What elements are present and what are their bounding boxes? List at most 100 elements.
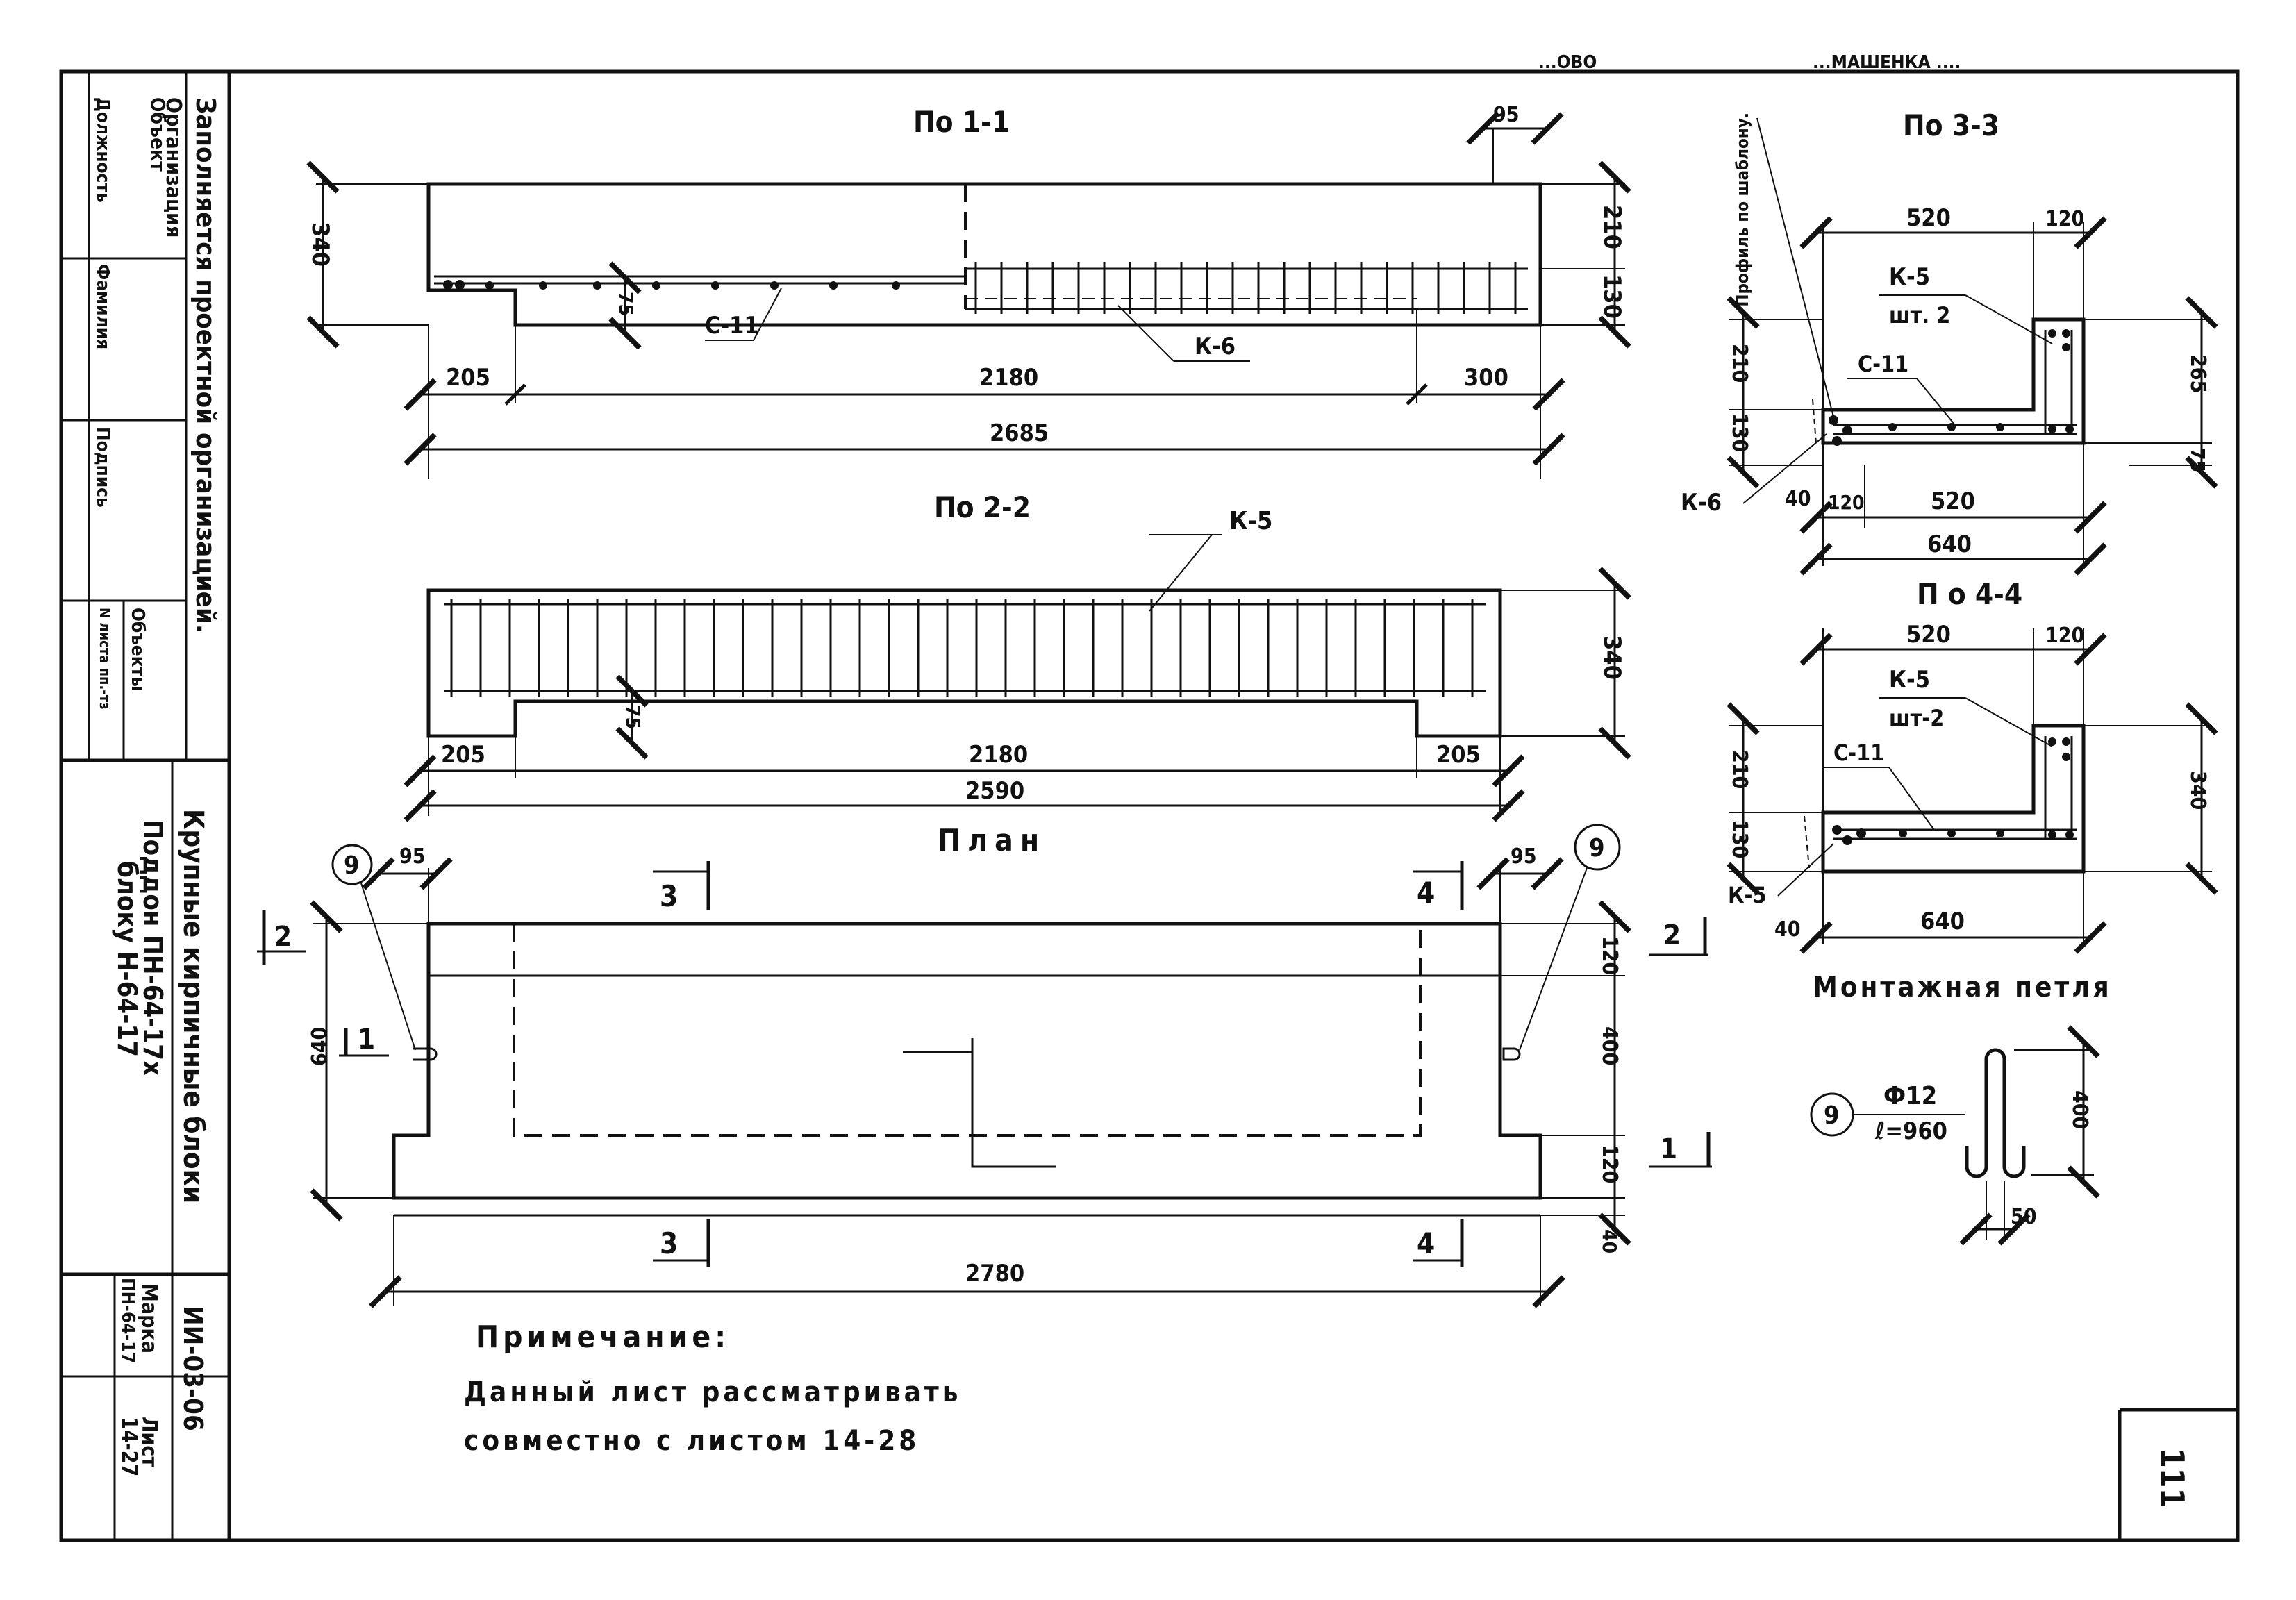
stamp-mark-value: ПН-64-17 [117, 1278, 138, 1364]
svg-text:4: 4 [1417, 1226, 1435, 1260]
dim-120-s33-bottom: 120 [1828, 491, 1865, 514]
dim-95-plan-right: 95 [1511, 844, 1537, 869]
dim-120-s33-top: 120 [2045, 207, 2084, 231]
section-2-2-title: По 2-2 [934, 490, 1031, 524]
dim-520-s33-top: 520 [1906, 204, 1951, 232]
dim-120a-plan: 120 [1597, 936, 1622, 975]
svg-text:3: 3 [660, 879, 678, 913]
page-number: 111 [2154, 1448, 2191, 1508]
stamp-sheet-value: 14-27 [117, 1417, 141, 1476]
dim-640-s33: 640 [1927, 531, 1972, 558]
note-profile: Профиль по шаблону. [1733, 112, 1752, 307]
label-k5-s33: К-5 [1889, 263, 1930, 291]
label-k5-s22: К-5 [1229, 507, 1272, 535]
loop-length: ℓ=960 [1874, 1117, 1947, 1145]
clipped-text-2: ...МАШЕНКА .... [1813, 52, 1961, 73]
label-c11-s44: С-11 [1833, 740, 1884, 766]
section-1-1: По 1-1 340 210 130 95 75 [306, 103, 1631, 479]
plan-view: План 9 9 95 95 640 120 400 [257, 823, 1712, 1308]
dim-340-s44: 340 [2186, 771, 2210, 810]
stamp-surname-label: Фамилия [92, 264, 113, 349]
dim-2180-s22: 2180 [969, 741, 1028, 769]
cut-mark-4-top: 4 [1413, 861, 1464, 910]
dim-130-s33: 130 [1727, 413, 1752, 452]
stamp-objects-label: Объекты [127, 608, 148, 691]
svg-text:4: 4 [1417, 876, 1435, 910]
dim-130-s11: 130 [1598, 274, 1626, 319]
dim-75-s11: 75 [615, 292, 638, 316]
stamp-title: Крупные кирпичные блоки [177, 809, 209, 1203]
dim-265-s33: 265 [2186, 354, 2210, 393]
dim-75-s22: 75 [622, 705, 644, 729]
svg-text:2: 2 [1663, 919, 1681, 951]
clipped-text-1: ...ОВО [1538, 52, 1597, 73]
section-1-1-title: По 1-1 [913, 105, 1010, 139]
dim-640-plan: 640 [308, 1027, 332, 1066]
label-k5-s44: К-5 [1889, 666, 1930, 694]
dim-2590-s22: 2590 [965, 777, 1024, 805]
dim-210-s11: 210 [1598, 205, 1626, 249]
stamp-sheet-no-label: N листа пп.-тз [97, 608, 113, 710]
stamp-subtitle-1: Поддон ПН-64-17х [138, 819, 168, 1076]
stamp-position-label: Должность [92, 97, 113, 203]
svg-text:3: 3 [660, 1226, 678, 1260]
dim-2780-plan: 2780 [965, 1260, 1024, 1288]
loop-dim-50: 50 [2011, 1205, 2037, 1229]
label-k6-s33: К-6 [1681, 489, 1722, 517]
top-clipped-text: ...ОВО ...МАШЕНКА .... [1538, 52, 1961, 73]
dim-2685-s11: 2685 [990, 419, 1049, 447]
dim-210-s44: 210 [1727, 750, 1752, 789]
dim-400-plan: 400 [1597, 1026, 1622, 1065]
cut-mark-1-left: 1 [339, 1024, 389, 1057]
label-qty-s33: шт. 2 [1889, 302, 1950, 328]
section-3-3: По 3-3 Профиль по шаблону. 520 120 210 1… [1681, 108, 2218, 576]
stamp-sheet-label: Лист [137, 1417, 161, 1467]
dim-205b-s22: 205 [1436, 741, 1481, 769]
note-block: Примечание: Данный лист рассматривать со… [464, 1319, 962, 1457]
stamp-subtitle-2: блоку Н-64-17 [112, 861, 142, 1057]
cut-mark-2-right: 2 [1649, 917, 1708, 956]
dim-75-s33: 75 [2186, 448, 2209, 472]
title-stamp: Заполняется проектной организацией. Объе… [63, 72, 229, 1540]
dim-210-s33: 210 [1727, 344, 1752, 383]
label-k6-s11: К-6 [1195, 333, 1236, 360]
loop-mark-9: 9 [1824, 1101, 1840, 1130]
plan-title: План [938, 823, 1046, 858]
stamp-series: ИИ-03-06 [178, 1306, 208, 1431]
dim-520-s33-bottom: 520 [1931, 488, 1975, 515]
page-number-box: 111 [2118, 1408, 2238, 1540]
sheet-frame [59, 69, 2240, 1542]
dim-340-s22: 340 [1598, 635, 1626, 680]
dim-120b-plan: 120 [1597, 1144, 1622, 1183]
loop-diameter: Ф12 [1883, 1082, 1937, 1110]
svg-text:1: 1 [1660, 1133, 1677, 1165]
cut-mark-4-bottom: 4 [1413, 1219, 1464, 1267]
note-line-1: Данный лист рассматривать [464, 1376, 962, 1408]
label-c11-s11: С-11 [705, 312, 759, 340]
stamp-object-label: Объект [147, 97, 169, 172]
dim-340-s11: 340 [306, 222, 334, 267]
plan-mark-9-right: 9 [1589, 834, 1605, 862]
dim-520-s44: 520 [1906, 621, 1951, 649]
dim-640-s44: 640 [1920, 908, 1965, 935]
label-c11-s33: С-11 [1858, 351, 1908, 377]
note-title: Примечание: [476, 1319, 730, 1355]
dim-2180-s11: 2180 [979, 364, 1038, 392]
stamp-signature-label: Подпись [92, 427, 113, 508]
stamp-organization-label: Организация [161, 97, 185, 238]
section-4-4: П о 4-4 520 120 210 130 340 40 640 [1727, 577, 2218, 954]
stamp-mark-label: Марка [137, 1283, 161, 1353]
cut-mark-3-bottom: 3 [653, 1219, 710, 1267]
dim-205a-s22: 205 [441, 741, 485, 769]
plan-mark-9-left: 9 [344, 851, 360, 880]
dim-205-s11: 205 [446, 364, 490, 392]
dim-300-s11: 300 [1464, 364, 1508, 392]
stamp-header: Заполняется проектной организацией. [190, 97, 221, 633]
section-2-2: По 2-2 К-5 340 75 205 2180 205 2590 [404, 490, 1631, 822]
label-k5-bottom-s44: К-5 [1728, 882, 1767, 908]
svg-text:2: 2 [274, 921, 292, 953]
dim-130-s44: 130 [1727, 819, 1752, 858]
cut-mark-1-right: 1 [1649, 1132, 1712, 1168]
dim-95-s11: 95 [1493, 103, 1520, 127]
